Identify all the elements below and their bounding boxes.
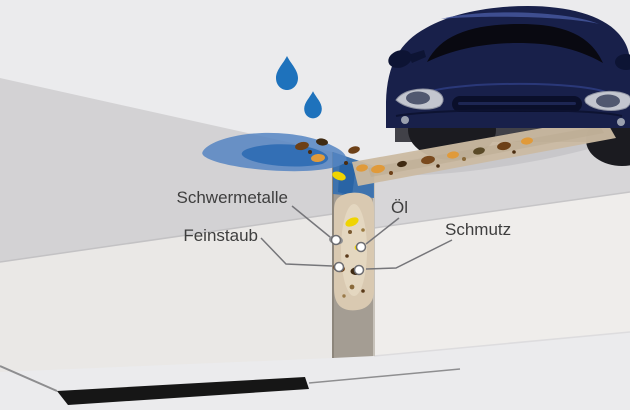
- label-feinstaub: Feinstaub: [183, 226, 258, 245]
- car-grille: [452, 96, 582, 112]
- marker-oel: [355, 241, 367, 253]
- hood-crease: [427, 82, 609, 94]
- water-drop-small: [304, 91, 322, 119]
- fog-light-left: [401, 116, 409, 124]
- leader-feinstaub: [260, 237, 333, 267]
- car-headlight-left: [395, 88, 444, 110]
- label-oel: Öl: [391, 198, 408, 217]
- car: [386, 6, 630, 128]
- car-mirror-right: [615, 54, 630, 70]
- label-schmutz: Schmutz: [445, 220, 512, 239]
- leader-schwermetalle: [291, 205, 331, 238]
- fog-light-right: [617, 118, 625, 126]
- bumper-seam: [395, 109, 623, 117]
- leader-markers: [330, 234, 367, 276]
- leader-schmutz: [365, 239, 453, 270]
- leader-lines: [260, 205, 453, 270]
- label-schwermetalle: Schwermetalle: [176, 188, 289, 207]
- marker-schwermetalle: [330, 234, 342, 246]
- dirt-trail: [352, 117, 616, 186]
- leader-oel: [365, 217, 400, 245]
- marker-schmutz: [353, 264, 365, 276]
- car-roof-highlight: [441, 12, 599, 24]
- marker-feinstaub: [333, 261, 345, 273]
- ground-edge: [0, 365, 461, 405]
- car-mirror-left: [388, 50, 426, 68]
- ground-gap-shadow: [57, 377, 309, 405]
- left-paver-block: [0, 78, 334, 372]
- water-puddle: [202, 132, 347, 172]
- water-drops: [276, 56, 322, 119]
- pollutant-particles-trail: [371, 137, 533, 175]
- water-drop-large: [276, 56, 298, 90]
- car-windshield: [427, 24, 603, 63]
- car-headlight-right: [584, 90, 630, 111]
- pollutant-particles-surface: [295, 138, 368, 181]
